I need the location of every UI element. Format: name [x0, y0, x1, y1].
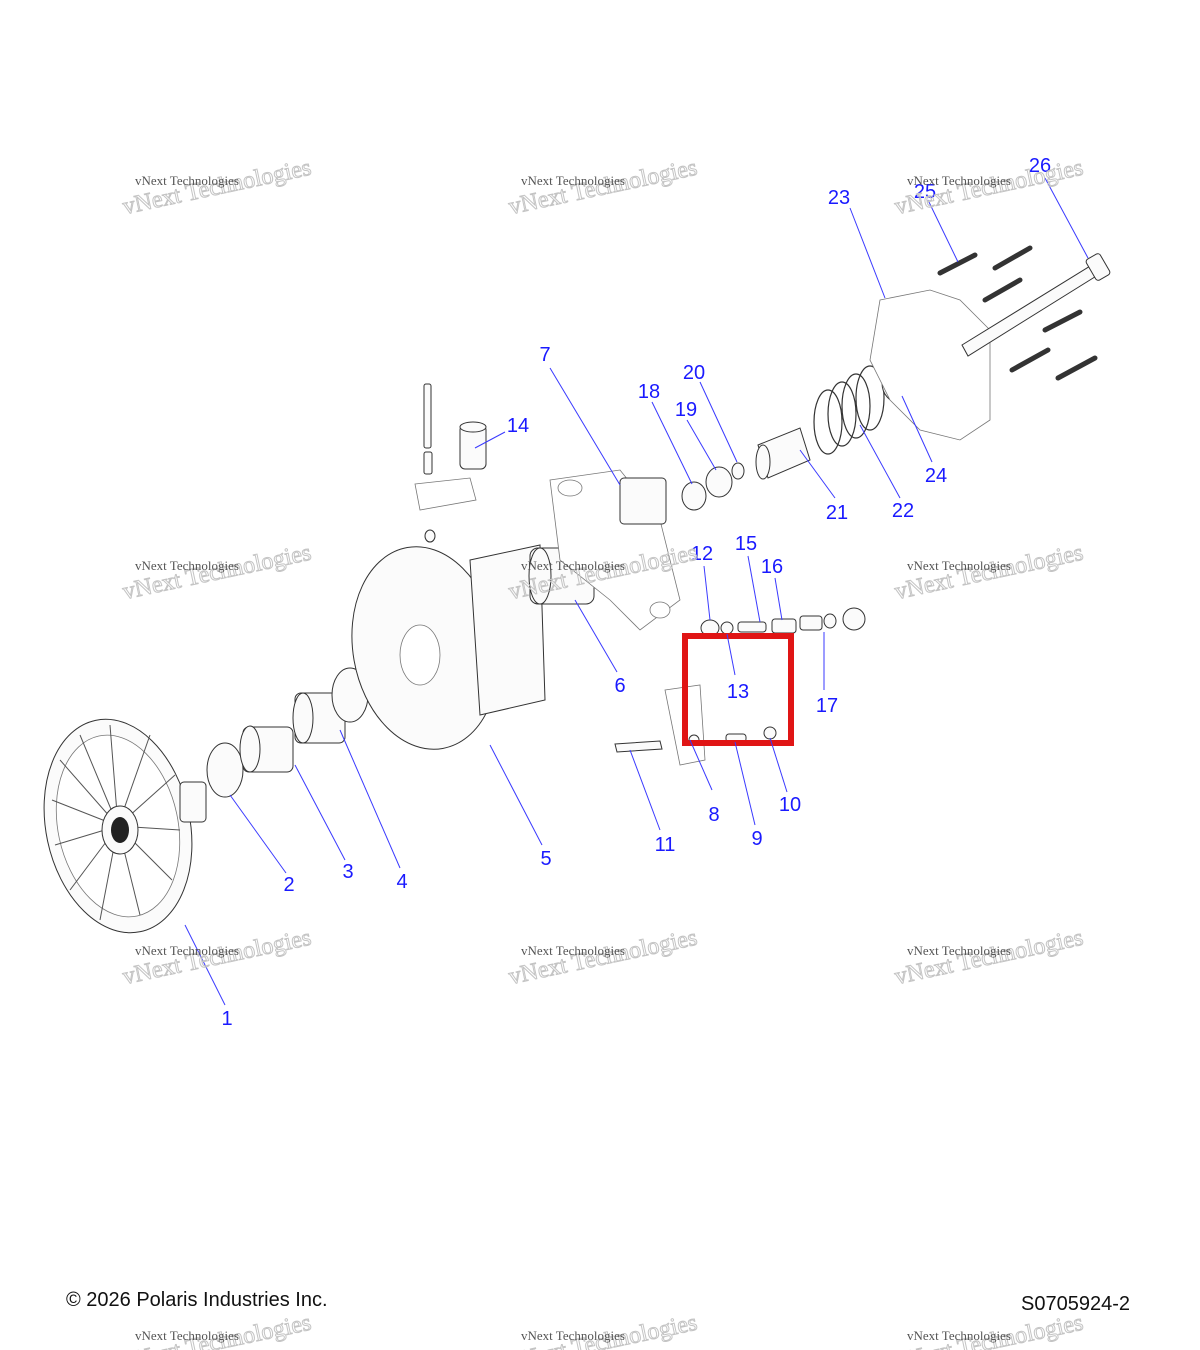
watermark-text: vNext Technologies [521, 173, 625, 188]
part-bushing-2 [292, 692, 346, 744]
callout-20[interactable]: 20 [683, 362, 705, 384]
part-sleeve [755, 427, 811, 480]
callout-17[interactable]: 17 [816, 695, 838, 717]
callout-18[interactable]: 18 [638, 381, 660, 403]
callout-23[interactable]: 23 [828, 187, 850, 209]
callout-11[interactable]: 11 [655, 834, 676, 856]
watermark-text: vNext Technologies [907, 1328, 1011, 1343]
watermark-text: vNext Technologies [907, 943, 1011, 958]
part-spider [549, 469, 681, 631]
part-sheave-fan [43, 718, 207, 934]
callout-15[interactable]: 15 [735, 533, 757, 555]
watermark-text: vNext Technologies [135, 943, 239, 958]
callout-14[interactable]: 14 [507, 415, 529, 437]
highlight-box [682, 633, 794, 746]
callout-21[interactable]: 21 [826, 502, 848, 524]
leader-lines [184, 177, 1089, 1006]
callout-25[interactable]: 25 [914, 181, 936, 203]
callout-7[interactable]: 7 [539, 344, 550, 366]
callout-3[interactable]: 3 [342, 861, 353, 883]
callout-19[interactable]: 19 [675, 399, 697, 421]
watermark-text: vNext Technologies [521, 1328, 625, 1343]
watermark-text: vNext Technologies [135, 173, 239, 188]
part-weight-pin [414, 383, 487, 543]
callout-24[interactable]: 24 [925, 465, 947, 487]
callout-16[interactable]: 16 [761, 556, 783, 578]
watermark-text: vNext Technologies [907, 558, 1011, 573]
part-spring [813, 365, 885, 455]
part-washer [681, 481, 707, 511]
watermark-text: vNext Technologies [521, 943, 625, 958]
part-cover-bolts [937, 245, 1098, 381]
callout-12[interactable]: 12 [691, 543, 713, 565]
watermark-text: vNext Technologies [135, 1328, 239, 1343]
part-moveable-sheave [351, 544, 546, 750]
callout-9[interactable]: 9 [751, 828, 762, 850]
callout-6[interactable]: 6 [614, 675, 625, 697]
part-roller-set [700, 607, 866, 637]
part-bushing [239, 725, 294, 773]
part-washer-2 [705, 466, 733, 498]
callout-2[interactable]: 2 [283, 874, 294, 896]
callout-10[interactable]: 10 [779, 794, 801, 816]
part-o-ring-small [731, 462, 745, 480]
copyright-text: © 2026 Polaris Industries Inc. [66, 1289, 328, 1311]
callout-4[interactable]: 4 [396, 871, 407, 893]
watermark-text: vNext Technologies [521, 558, 625, 573]
part-cover [869, 289, 991, 441]
callout-26[interactable]: 26 [1029, 155, 1051, 177]
part-long-bolt [961, 253, 1111, 357]
callout-5[interactable]: 5 [540, 848, 551, 870]
callout-8[interactable]: 8 [708, 804, 719, 826]
callout-22[interactable]: 22 [892, 500, 914, 522]
watermark-text: vNext Technologies [135, 558, 239, 573]
watermark-text: vNext Technologies [907, 173, 1011, 188]
callout-13[interactable]: 13 [727, 681, 749, 703]
part-o-ring [206, 742, 244, 798]
diagram-id: S0705924-2 [1021, 1293, 1130, 1315]
callout-1[interactable]: 1 [221, 1008, 232, 1030]
